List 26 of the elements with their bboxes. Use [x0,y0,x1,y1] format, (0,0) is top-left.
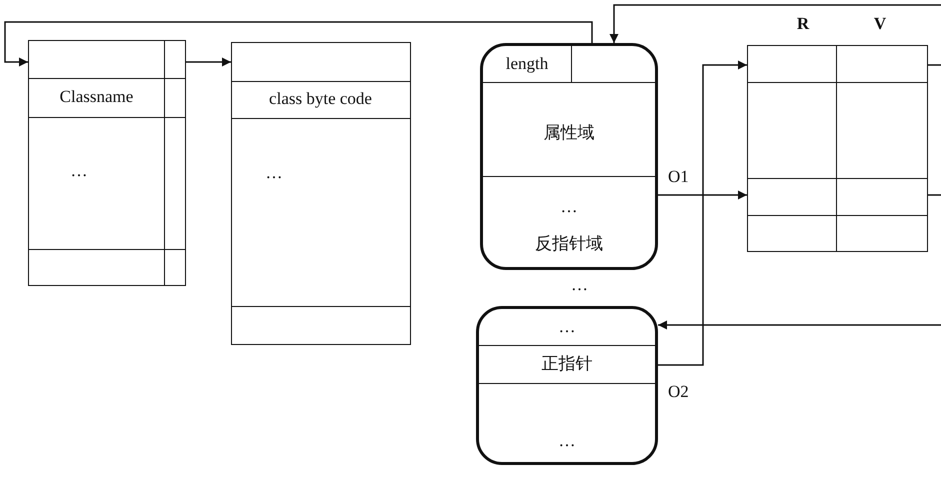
object-label: O2 [668,383,689,402]
object-label: O1 [668,168,689,187]
ellipsis: … [558,430,576,452]
bytecode-label: class byte code [268,88,373,110]
bytecode-table [231,42,411,345]
column-header: R [796,12,810,35]
object-box [480,43,658,270]
arrow [610,4,941,43]
arrow [186,58,231,66]
arrow [658,60,747,366]
ellipsis: … [558,316,576,338]
ellipsis: … [70,160,88,182]
ellipsis: … [264,162,284,184]
back-pointer-field-label: 反指针域 [534,232,604,255]
column-header: V [872,12,888,35]
attribute-field-label: 属性域 [542,122,596,144]
class-table [28,40,186,286]
length-field: length [483,46,571,82]
ellipsis: … [560,196,578,218]
arrow [658,190,747,200]
arrow [4,21,593,66]
arrow [658,320,941,330]
object-box [476,306,658,465]
class-name-label: Classname [58,86,134,108]
forward-pointer-label: 正指针 [540,352,594,375]
ellipsis: … [571,276,588,295]
